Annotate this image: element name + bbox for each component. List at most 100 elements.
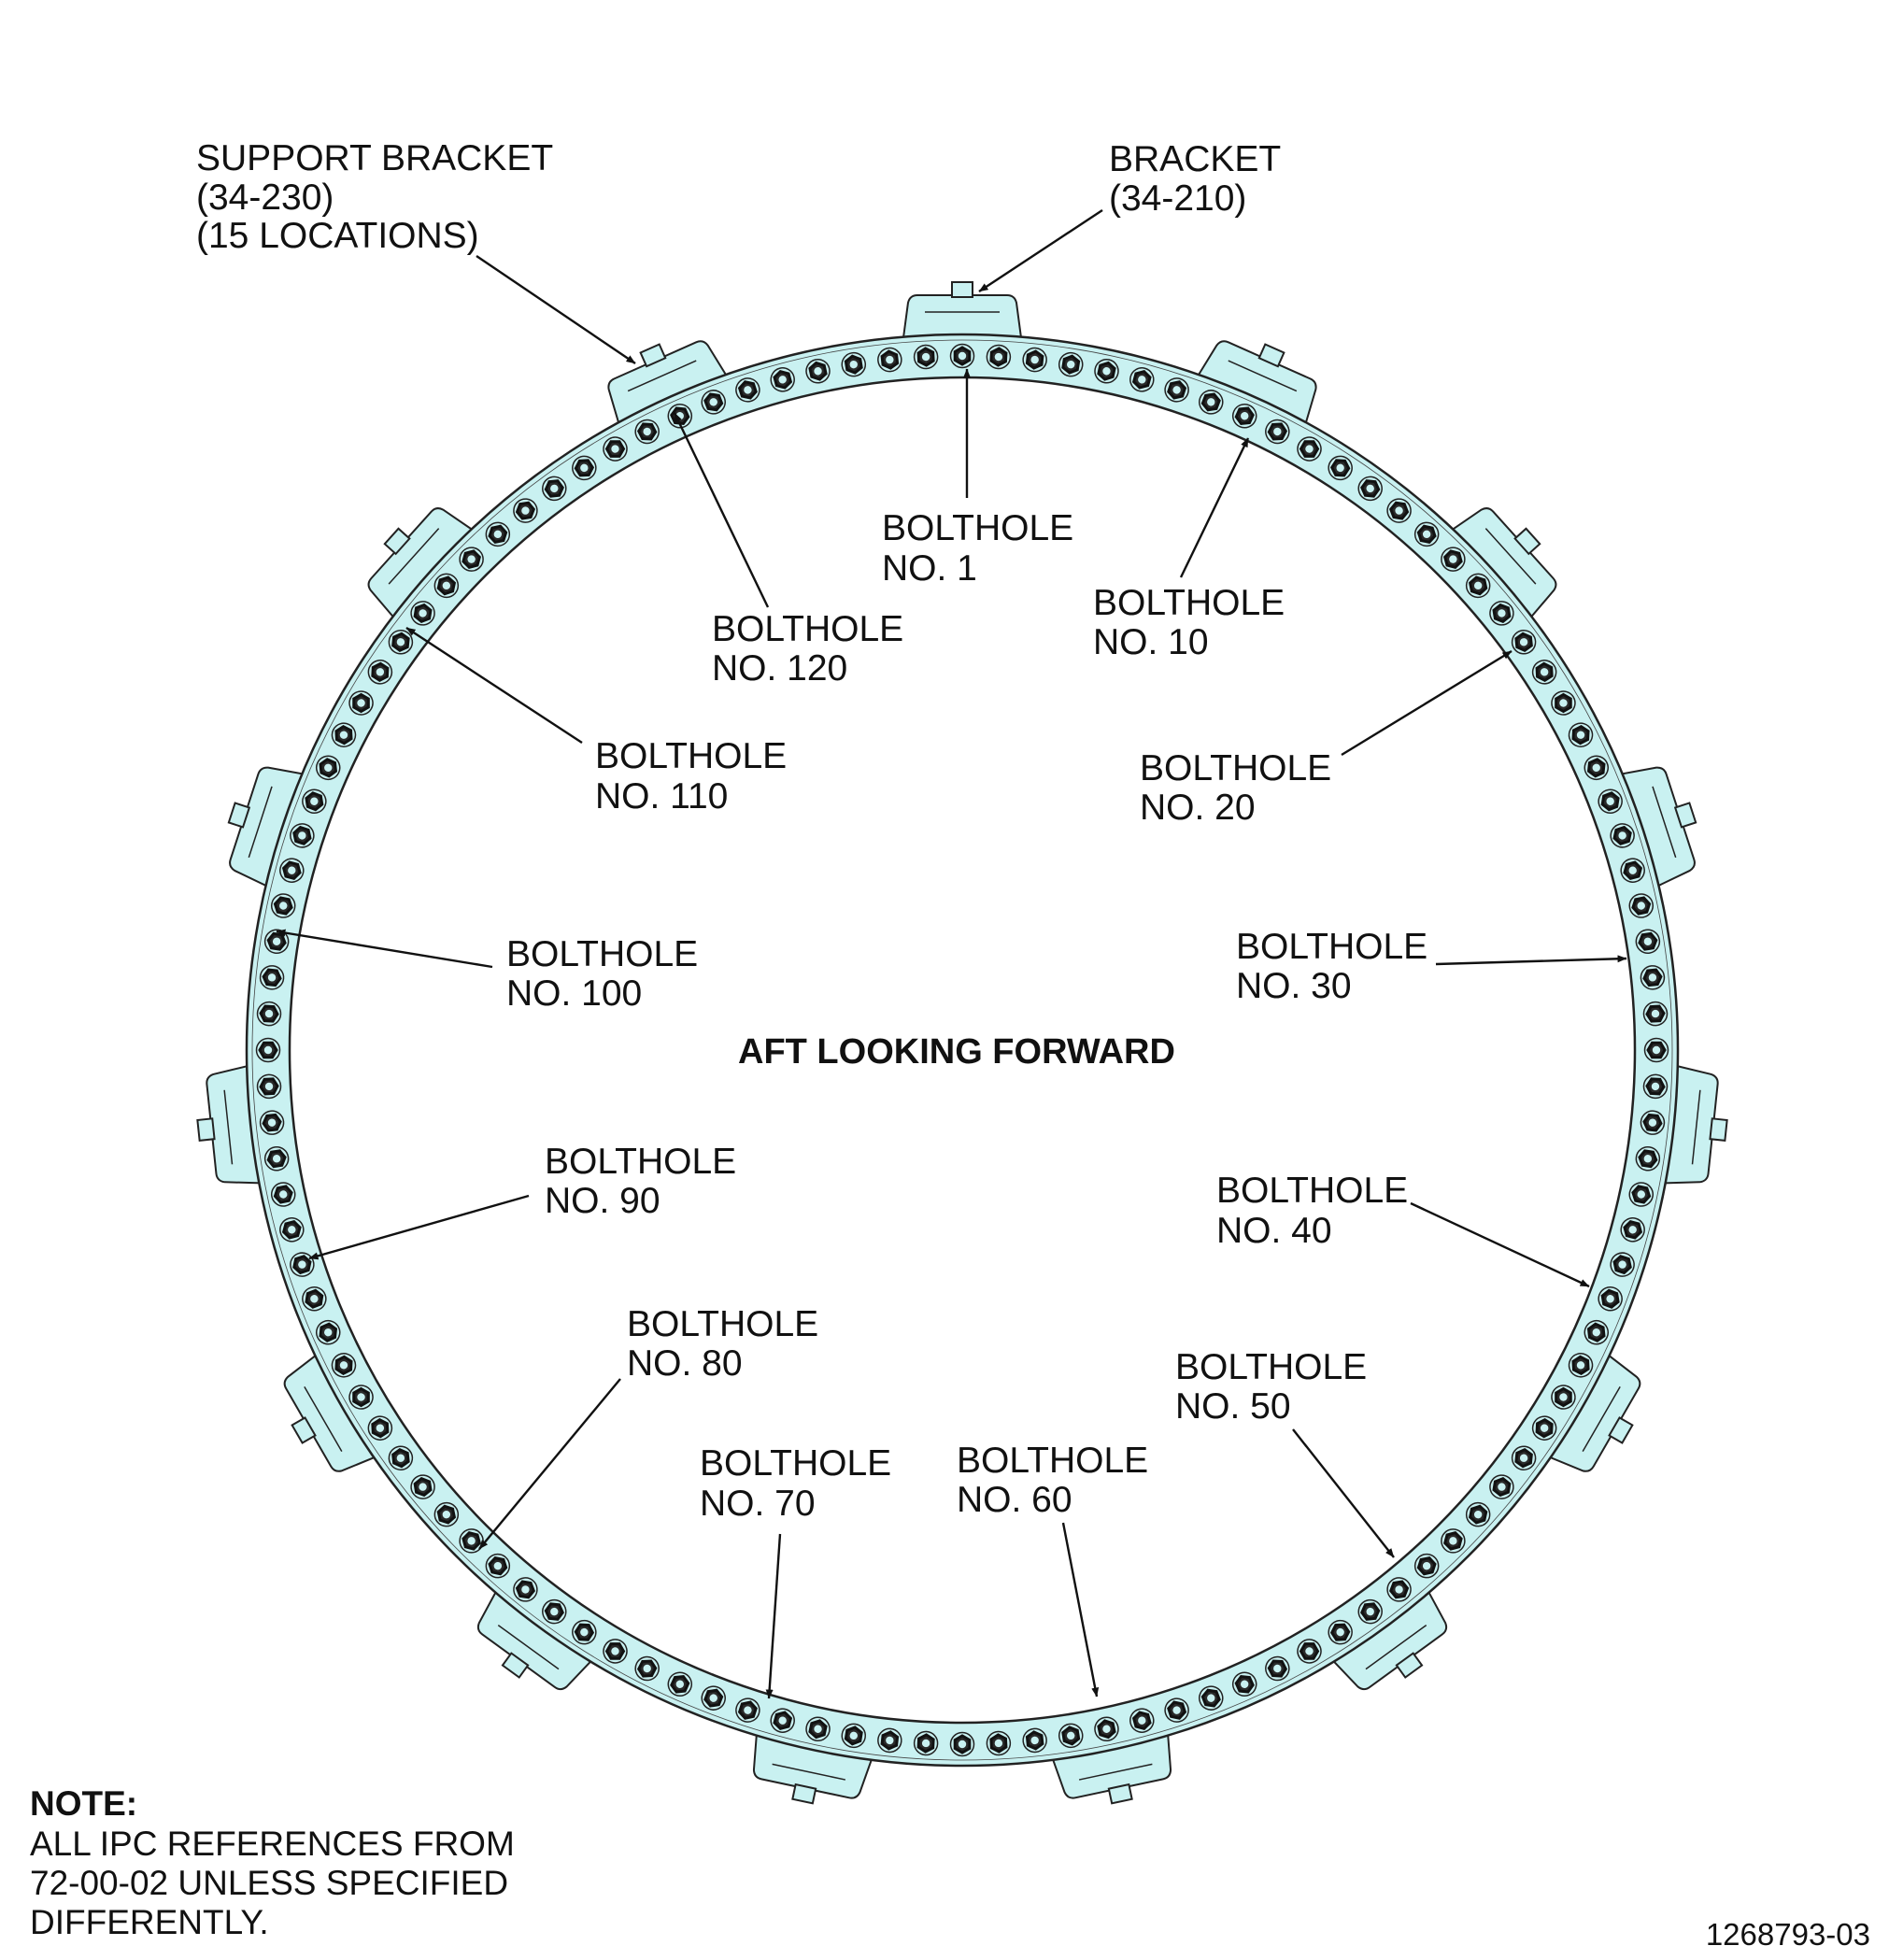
callout-line: SUPPORT BRACKET (196, 138, 552, 178)
bolthole-bore (467, 555, 476, 563)
bolthole (1058, 351, 1084, 377)
bolthole-bore (442, 581, 451, 590)
bolthole (1598, 1286, 1623, 1312)
bolthole (410, 1474, 435, 1499)
bolthole-bore (1395, 506, 1403, 515)
bolthole (1635, 929, 1661, 955)
bolthole (1328, 1619, 1353, 1645)
callout-line: BOLTHOLE (595, 736, 787, 776)
note-line: 72-00-02 UNLESS SPECIFIED (30, 1864, 508, 1902)
bolthole (315, 755, 341, 781)
bolthole-bore (1540, 668, 1549, 676)
bolthole-bore (521, 506, 530, 515)
bolthole-bore (467, 1537, 476, 1545)
bolthole-bore (339, 731, 348, 739)
bolthole (667, 1671, 693, 1697)
callout-bolthole-40: BOLTHOLE NO. 40 (1216, 1171, 1590, 1288)
callout-bolthole-80-label: BOLTHOLE NO. 80 (627, 1304, 829, 1384)
support-bracket-clip (791, 1782, 817, 1805)
bolthole-bore (1305, 1647, 1314, 1655)
bolthole-bore (1473, 581, 1483, 590)
bolthole (986, 1730, 1012, 1756)
bolthole (1610, 1252, 1635, 1277)
support-bracket-clip (227, 802, 251, 829)
mounting-ring (245, 333, 1680, 1768)
bolthole (1129, 1708, 1155, 1733)
leader-line (276, 929, 493, 969)
leader-line (1292, 1428, 1395, 1558)
bolthole-bore (1498, 609, 1506, 618)
bolthole-bore (1618, 1260, 1626, 1269)
bolthole-bore (288, 866, 296, 874)
bolthole-bore (1336, 463, 1344, 473)
callout-support-bracket-label: SUPPORT BRACKET (34-230) (15 LOCATIONS) (196, 138, 562, 256)
bolthole (1531, 1415, 1557, 1441)
bolthole-bore (1138, 1716, 1146, 1725)
callout-bolthole-60-label: BOLTHOLE NO. 60 (957, 1441, 1158, 1520)
callout-bolthole-1: BOLTHOLE NO. 1 (882, 368, 1073, 589)
bolthole (1628, 893, 1655, 918)
bolthole-bore (1519, 1454, 1528, 1462)
bolthole (1297, 436, 1322, 462)
bolthole-bore (272, 1155, 281, 1163)
bolthole (367, 660, 393, 685)
bolthole-bore (1273, 427, 1282, 436)
bolthole-bore (1651, 1009, 1660, 1018)
callout-line: NO. 50 (1175, 1386, 1291, 1427)
bolthole-bore (1172, 386, 1181, 394)
bolthole-bore (1030, 355, 1039, 364)
bolthole-bore (958, 351, 967, 361)
support-bracket-clip (1709, 1117, 1728, 1142)
support-bracket-edge (1691, 1089, 1701, 1165)
leader-line (308, 1194, 530, 1260)
bolthole (348, 1385, 374, 1410)
bolthole-bore (1559, 699, 1568, 707)
bolthole (877, 347, 902, 373)
figure-number: 1268793-03 (1706, 1917, 1870, 1952)
view-title: AFT LOOKING FORWARD (738, 1032, 1175, 1072)
callout-line: (34-230) (196, 178, 334, 218)
bolthole (805, 1716, 831, 1742)
bolthole-bore (849, 360, 858, 369)
bolthole (1441, 547, 1466, 572)
mounting-ring-assembly (196, 281, 1728, 1805)
bolthole-bore (263, 1045, 273, 1055)
bolthole (1489, 601, 1514, 626)
boltholes (255, 343, 1669, 1757)
bolthole (949, 343, 975, 369)
callout-bolthole-90: BOLTHOLE NO. 90 (308, 1142, 736, 1260)
bolthole (986, 344, 1012, 370)
support-bracket-edge (1228, 360, 1298, 392)
bolthole-bore (396, 638, 405, 646)
bolthole-bore (1592, 763, 1600, 772)
bolthole (433, 1501, 460, 1527)
bolthole-bore (272, 937, 281, 945)
bolthole-bore (396, 1454, 405, 1462)
support-bracket-edge (223, 1089, 234, 1165)
bolthole-bore (1449, 1537, 1457, 1545)
callout-bolthole-70: BOLTHOLE NO. 70 (700, 1443, 891, 1699)
bolthole-bore (675, 1680, 684, 1688)
bolthole-bore (1592, 1328, 1600, 1337)
bolthole-bore (1449, 555, 1457, 563)
bolthole (1642, 1073, 1669, 1100)
bolthole-bore (1540, 1424, 1549, 1432)
bolthole (1129, 367, 1155, 392)
callout-bolthole-50-label: BOLTHOLE NO. 50 (1175, 1347, 1377, 1427)
bolthole-bore (1067, 360, 1075, 369)
leader-line (673, 412, 770, 608)
callout-line: NO. 80 (627, 1343, 743, 1384)
bolthole-bore (419, 1483, 427, 1491)
callout-bolthole-60: BOLTHOLE NO. 60 (957, 1441, 1158, 1697)
bolthole (302, 788, 327, 814)
bolthole-bore (550, 484, 559, 493)
leader-line (765, 1533, 782, 1699)
bolthole (331, 722, 357, 747)
leader-line (1341, 649, 1513, 757)
bolthole-bore (1207, 1694, 1215, 1702)
support-bracket-clip (291, 1416, 317, 1444)
bolthole-bore (1648, 973, 1657, 982)
bolthole-bore (376, 1424, 385, 1432)
callout-bolthole-20: BOLTHOLE NO. 20 (1140, 649, 1513, 828)
bolthole (1640, 965, 1666, 990)
